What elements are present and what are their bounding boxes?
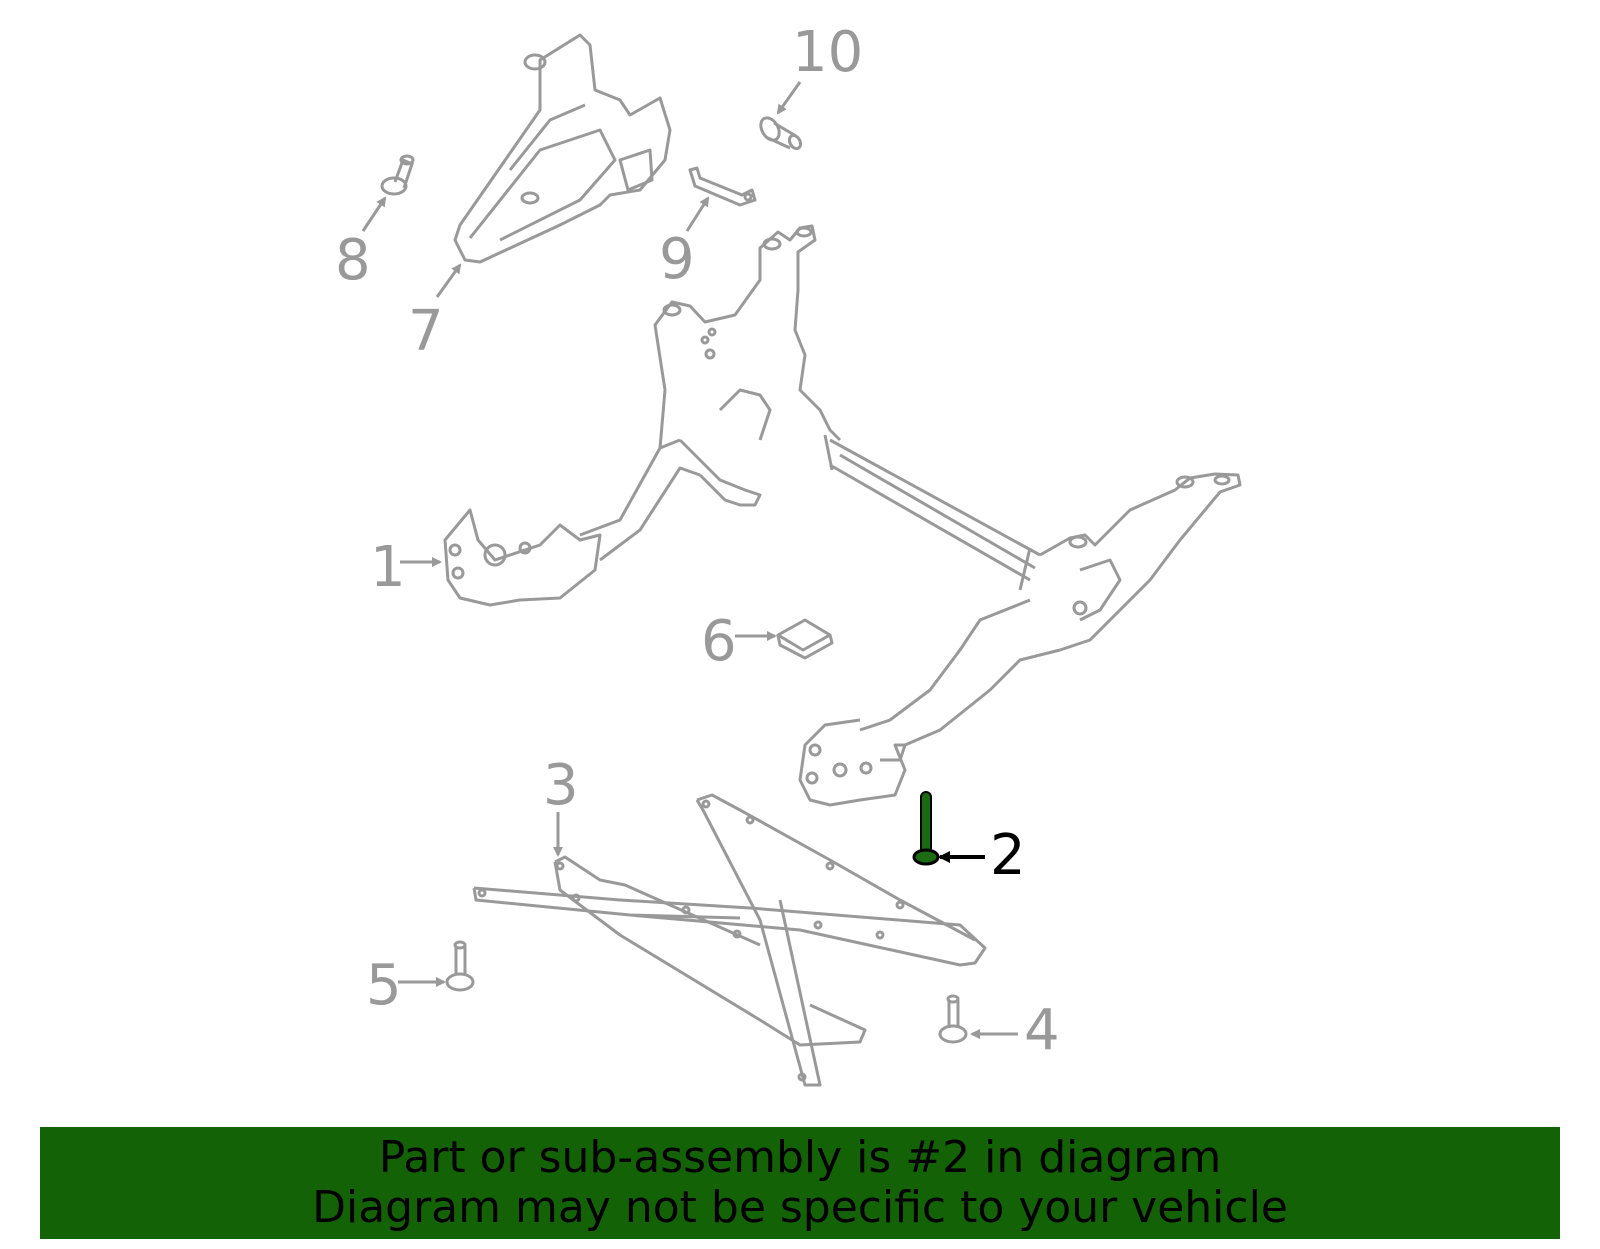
callout-3: 3 (543, 753, 579, 818)
banner-part-line: Part or sub-assembly is #2 in diagram (378, 1132, 1222, 1183)
callout-7: 7 (408, 299, 444, 364)
part-3-brace[interactable] (472, 793, 987, 1087)
callout-8: 8 (335, 228, 371, 293)
part-10-bolt[interactable] (757, 115, 803, 151)
part-1-crossmember[interactable] (443, 224, 1242, 807)
leader-10 (776, 81, 802, 115)
callout-4: 4 (1024, 998, 1060, 1063)
leader-7 (435, 263, 462, 298)
leader-arrows (361, 81, 1018, 1039)
leader-9 (685, 196, 710, 232)
part-2-bolt-highlighted[interactable] (912, 791, 940, 866)
part-6-pad[interactable] (776, 618, 834, 660)
part-4-bolt[interactable] (938, 994, 968, 1044)
callout-9: 9 (659, 227, 695, 292)
banner-disclaimer-line: Diagram may not be specific to your vehi… (312, 1182, 1288, 1233)
info-banner: Part or sub-assembly is #2 in diagram Di… (40, 1127, 1560, 1239)
callout-2: 2 (990, 823, 1026, 888)
callout-5: 5 (366, 953, 402, 1018)
callout-10: 10 (792, 20, 864, 85)
part-8-bolt[interactable] (380, 154, 415, 196)
part-9-bracket[interactable] (688, 166, 757, 207)
callout-6: 6 (701, 609, 737, 674)
callout-1: 1 (370, 535, 406, 600)
leader-8 (361, 196, 387, 232)
part-5-bolt[interactable] (445, 940, 475, 992)
part-7-shield[interactable] (453, 33, 672, 264)
